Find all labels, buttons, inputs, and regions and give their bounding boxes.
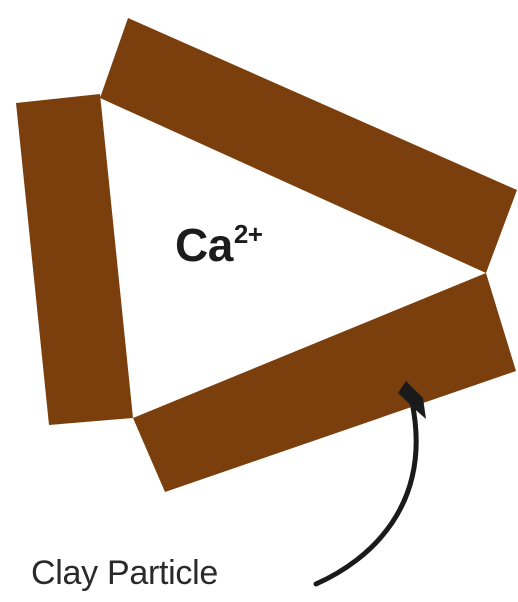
clay-particle-left [16,94,133,425]
calcium-ion-label: Ca2+ [175,219,263,271]
ion-charge: 2+ [233,219,263,249]
pointer-arrowhead [398,381,426,419]
clay-particle-bottom [133,273,516,492]
pointer-arrow-curve [313,399,419,587]
ion-symbol: Ca [175,219,233,271]
clay-particle-top [100,18,517,273]
clay-particle-caption: Clay Particle [31,554,218,592]
